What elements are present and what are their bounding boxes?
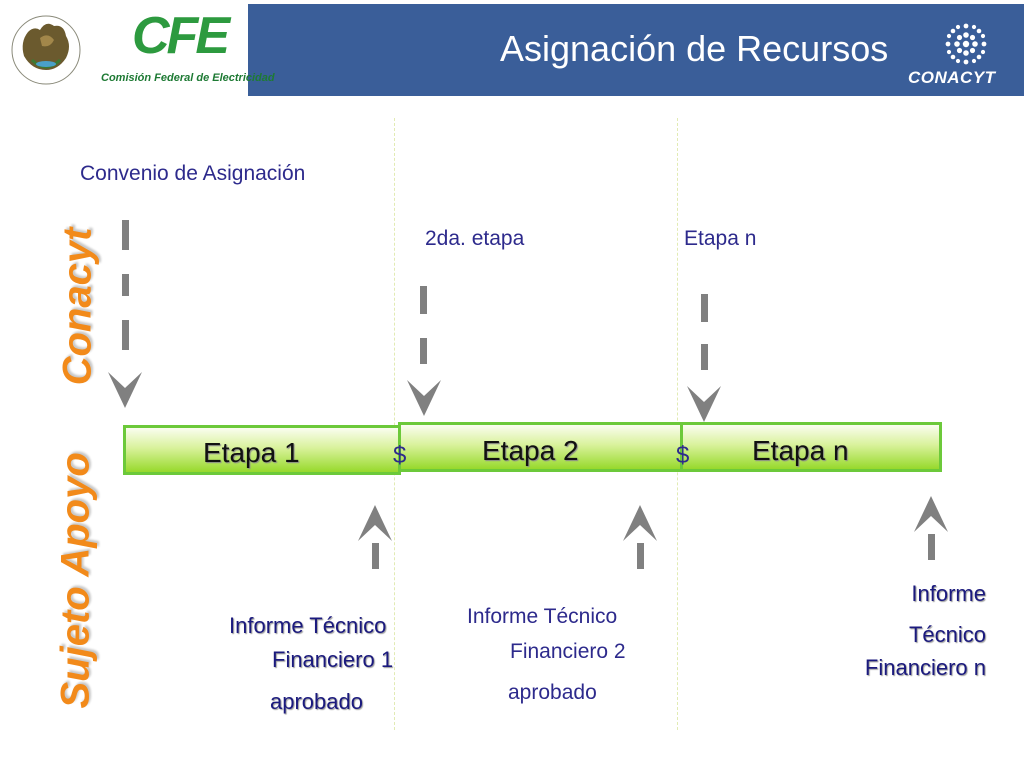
stage-box-n	[680, 422, 942, 472]
report-1-line-2: Financiero 1	[272, 647, 394, 672]
lane-label-conacyt: Conacyt	[55, 227, 100, 386]
dashed-down-arrow-icon	[108, 220, 142, 408]
page-title: Asignación de Recursos	[500, 28, 889, 69]
dashed-down-arrow-icon	[687, 294, 721, 422]
stage-label-n: Etapa n	[752, 435, 849, 466]
stage-box-1	[123, 425, 401, 475]
report-n-line-1: Informe	[911, 581, 986, 606]
report-2-line-1: Informe Técnico	[467, 605, 618, 628]
convenio-label: Convenio de Asignación	[80, 162, 306, 185]
divider-line	[394, 118, 395, 730]
report-1-line-3: aprobado	[270, 689, 363, 714]
stage-box-2	[398, 422, 684, 472]
second-stage-label: 2da. etapa	[425, 227, 525, 250]
report-n-line-2: Técnico	[908, 622, 986, 647]
report-n-line-3: Financiero n	[864, 655, 986, 680]
dashed-up-arrow-icon	[623, 505, 657, 569]
conacyt-logo	[945, 23, 987, 65]
payment-marker: $	[676, 442, 690, 469]
mexico-seal-logo	[11, 15, 81, 85]
conacyt-logo-text: CONACYT	[908, 68, 996, 87]
header-bar	[248, 4, 1024, 96]
dashed-up-arrow-icon	[358, 505, 392, 569]
report-2-line-3: aprobado	[508, 681, 597, 704]
dashed-up-arrow-icon	[914, 496, 948, 560]
stage-label-1: Etapa 1	[203, 437, 300, 468]
lane-label-sujeto-apoyo: Sujeto Apoyo	[53, 452, 98, 709]
stage-label-2: Etapa 2	[482, 435, 579, 466]
report-2-line-2: Financiero 2	[510, 640, 626, 663]
payment-marker: $	[393, 442, 407, 469]
cfe-logo-letters: CFE	[132, 7, 230, 65]
stage-n-label: Etapa n	[684, 227, 757, 250]
dashed-down-arrow-icon	[407, 286, 441, 416]
report-1-line-1: Informe Técnico	[229, 613, 387, 638]
cfe-logo-name: Comisión Federal de Electricidad	[101, 72, 275, 84]
